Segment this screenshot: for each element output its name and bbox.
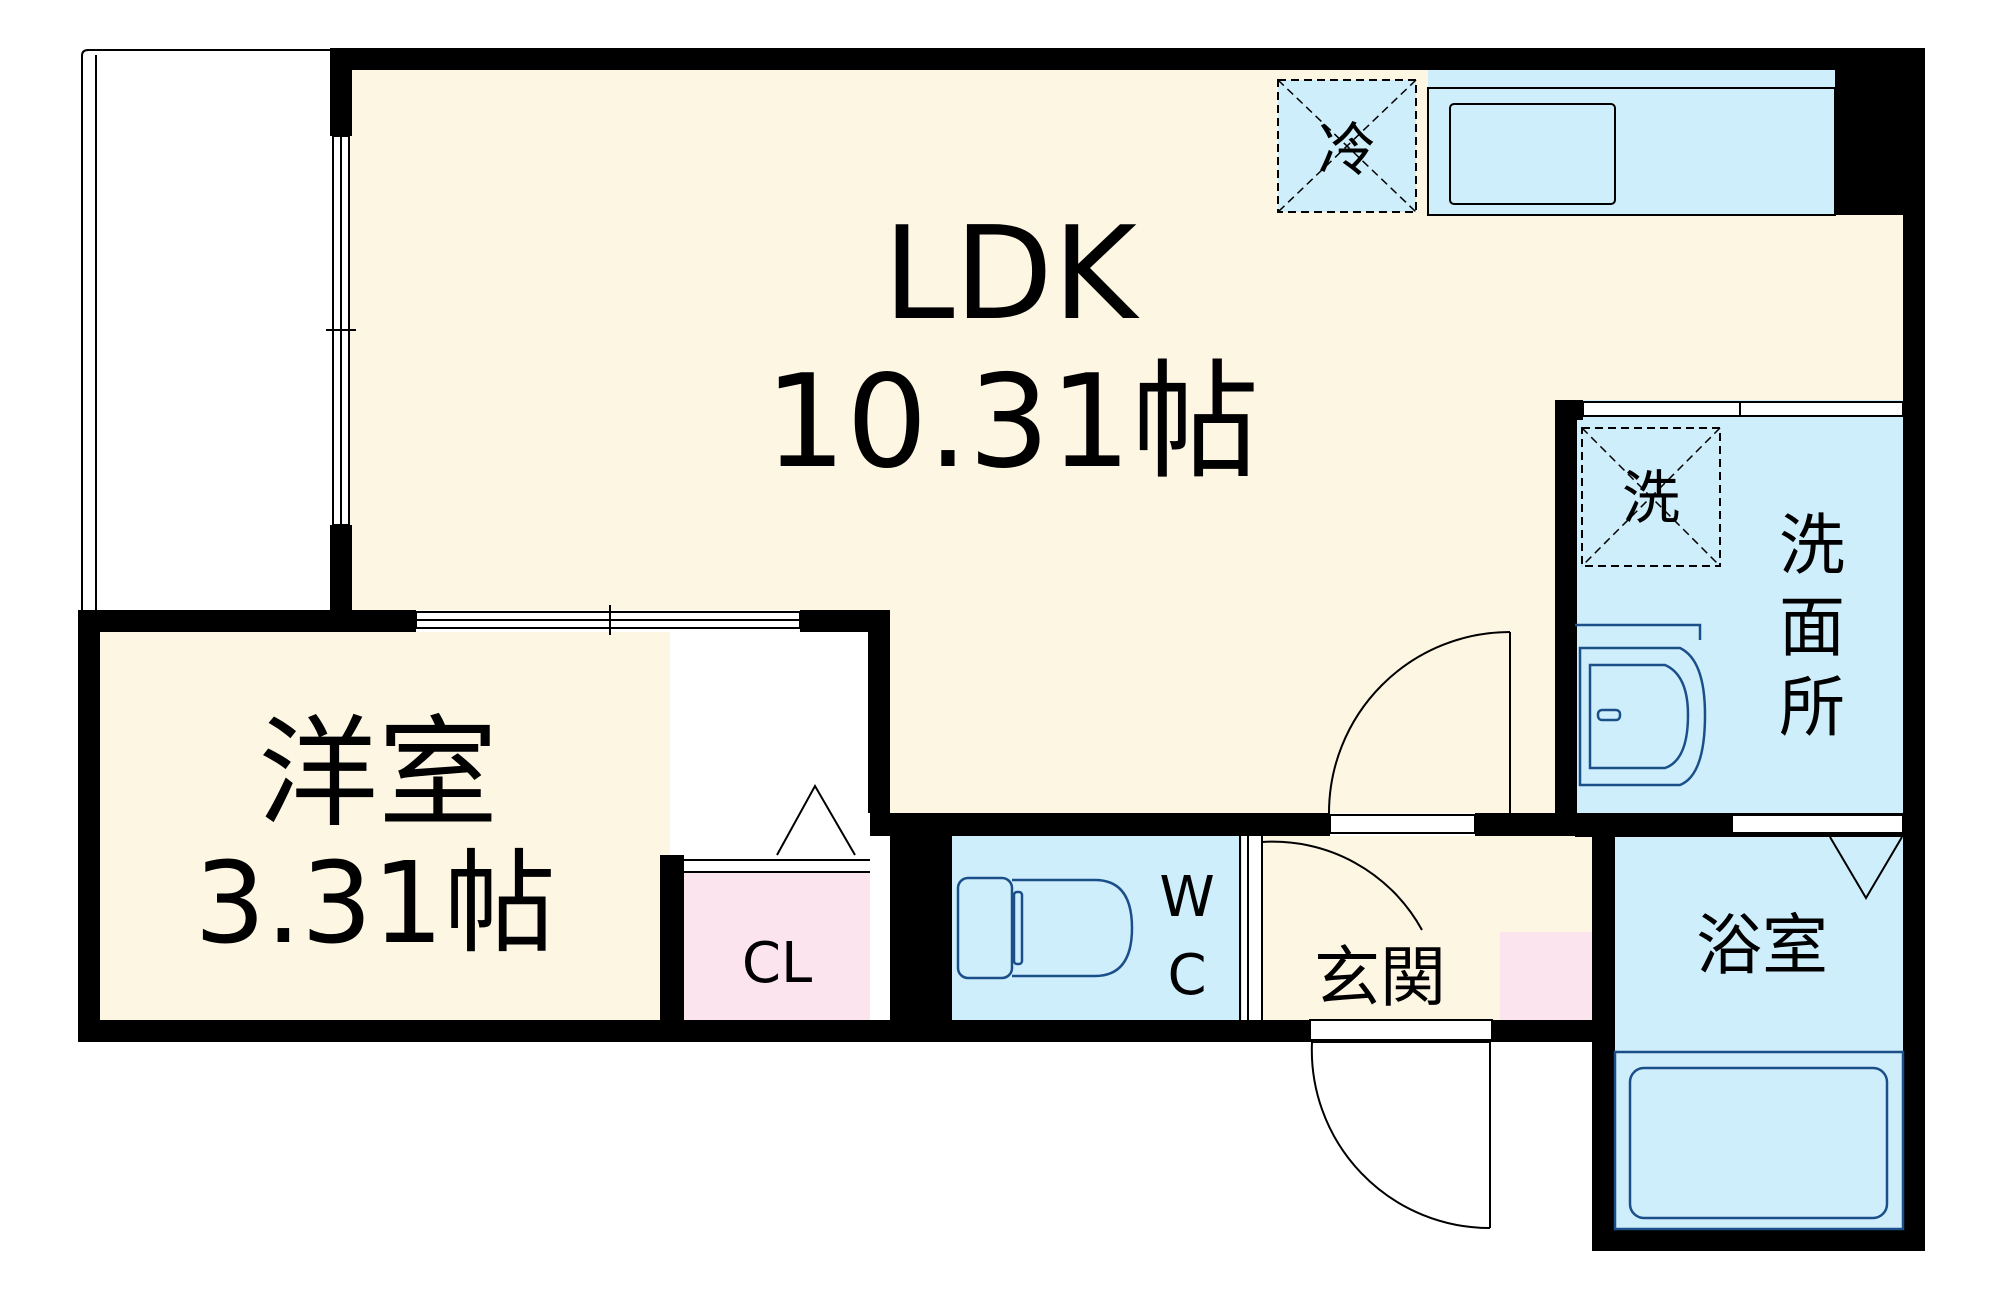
ldk-area: 10.31帖 xyxy=(765,348,1259,497)
bath-floor xyxy=(1615,837,1903,1245)
western-room-area: 3.31帖 xyxy=(194,839,555,969)
entrance-label: 玄関 xyxy=(1314,939,1446,1016)
western-room-label: 洋室 xyxy=(258,705,498,844)
closet-floor xyxy=(684,872,870,1020)
fridge-label: 冷 xyxy=(1318,116,1376,184)
wc-floor xyxy=(952,836,1242,1020)
toilet xyxy=(956,876,1134,980)
washer-label: 洗 xyxy=(1622,464,1680,532)
doors xyxy=(684,631,1903,1230)
ldk-floor xyxy=(350,70,1903,813)
walls xyxy=(78,48,1925,1251)
washroom-label-3: 所 xyxy=(1779,669,1845,746)
wash-basin xyxy=(1575,623,1707,787)
balcony xyxy=(81,49,330,615)
washroom-label-2: 面 xyxy=(1779,589,1845,666)
closet-label: CL xyxy=(742,931,812,996)
kitchen-sink xyxy=(1427,87,1836,216)
wc-label-w: W xyxy=(1159,865,1214,930)
western-room-floor xyxy=(100,632,670,1020)
bathtub xyxy=(1613,1050,1905,1231)
wc-label-c: C xyxy=(1167,943,1206,1008)
windows xyxy=(326,135,1904,834)
shoe-cabinet xyxy=(1500,932,1592,1020)
ldk-label: LDK xyxy=(883,200,1140,349)
washroom-label-1: 洗 xyxy=(1779,507,1845,584)
bath-label: 浴室 xyxy=(1696,907,1828,984)
kitchen-counter xyxy=(1428,70,1835,215)
fridge-space xyxy=(1277,79,1417,213)
washer-space xyxy=(1581,427,1721,567)
